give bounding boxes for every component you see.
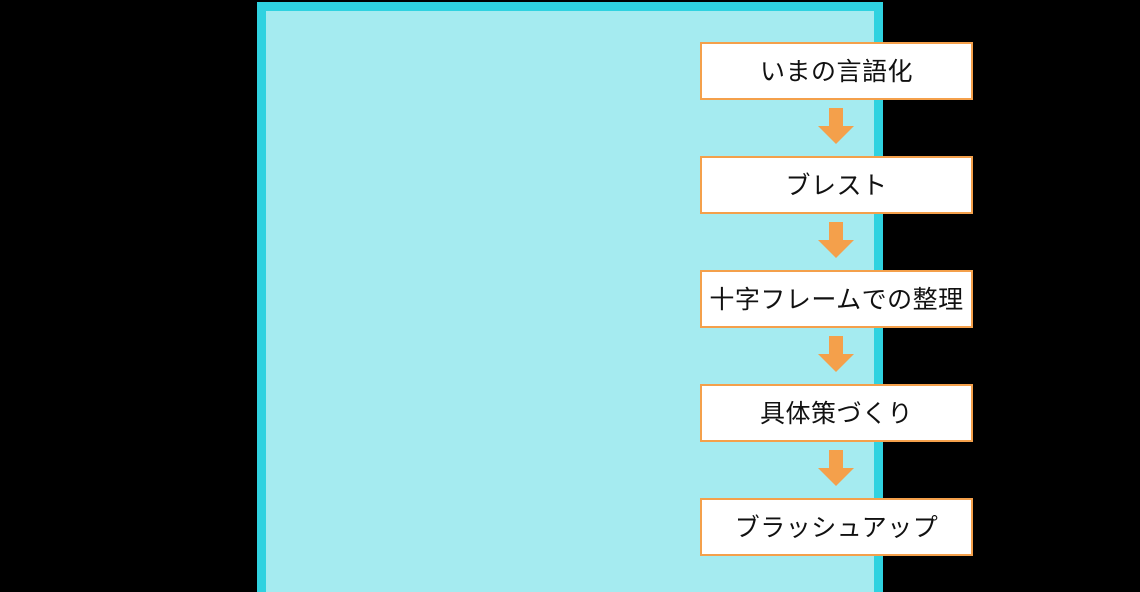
flow-step-3[interactable]: 十字フレームでの整理	[700, 270, 973, 328]
arrow-shaft	[829, 450, 843, 469]
arrow-down-icon	[818, 222, 854, 258]
flow-step-label: いまの言語化	[759, 56, 913, 86]
flowchart-panel: いまの言語化 ブレスト 十字フレームでの整理	[257, 2, 973, 592]
arrow-shaft	[829, 108, 843, 127]
arrow-head	[818, 354, 854, 372]
flow-step-2[interactable]: ブレスト	[700, 156, 973, 214]
arrow-head	[818, 240, 854, 258]
flow-step-label: ブラッシュアップ	[734, 512, 939, 542]
arrow-head	[818, 126, 854, 144]
arrow-head	[818, 468, 854, 486]
flow-step-label: ブレスト	[785, 170, 888, 200]
arrow-shaft	[829, 336, 843, 355]
flowchart-step-stack: いまの言語化 ブレスト 十字フレームでの整理	[266, 11, 973, 592]
arrow-down-icon	[818, 450, 854, 486]
flow-step-4[interactable]: 具体策づくり	[700, 384, 973, 442]
arrow-shaft	[829, 222, 843, 241]
flow-step-1[interactable]: いまの言語化	[700, 42, 973, 100]
flow-step-label: 具体策づくり	[759, 398, 913, 428]
flow-step-label: 十字フレームでの整理	[709, 284, 964, 314]
flow-step-5[interactable]: ブラッシュアップ	[700, 498, 973, 556]
arrow-down-icon	[818, 108, 854, 144]
flowchart-panel-interior: いまの言語化 ブレスト 十字フレームでの整理	[266, 11, 973, 592]
diagram-canvas: いまの言語化 ブレスト 十字フレームでの整理	[257, 2, 973, 592]
arrow-down-icon	[818, 336, 854, 372]
